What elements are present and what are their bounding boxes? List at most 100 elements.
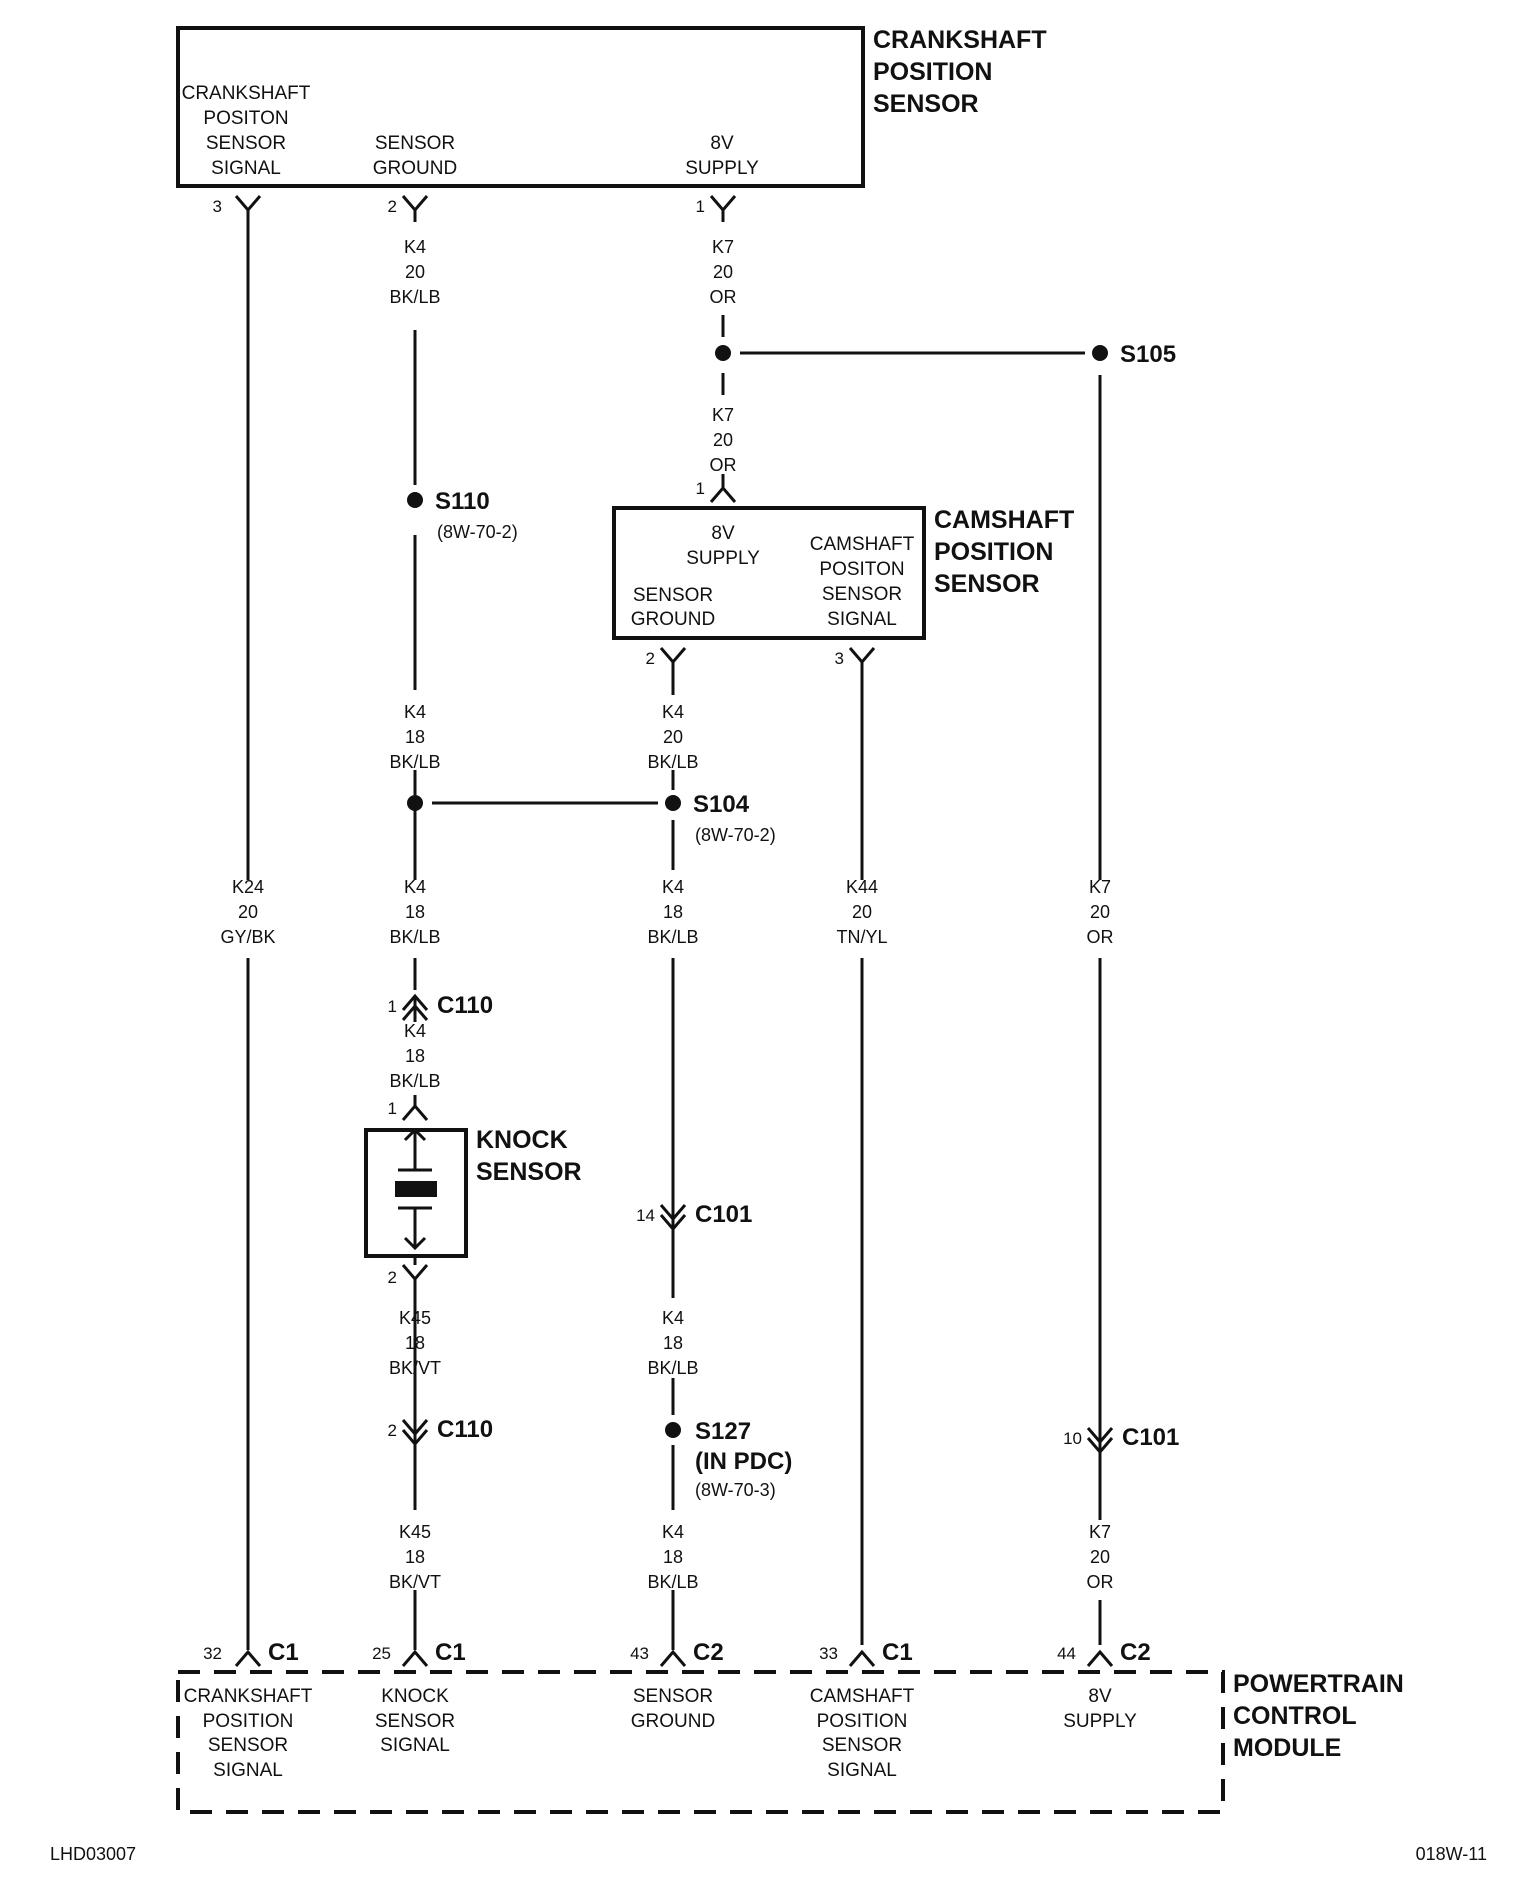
splice-dot-s104-left: [407, 795, 423, 811]
pcm-pin25-number: 25: [372, 1644, 391, 1663]
wire-label-k7-cam-3: OR: [710, 455, 737, 475]
wire-label-k7-c101-1: K7: [1089, 1522, 1111, 1542]
splice-dot-s110: [407, 492, 423, 508]
crank-pin-ground-label-2: GROUND: [373, 158, 457, 179]
c101-right-label: C101: [1122, 1424, 1179, 1451]
wire-label-k45-lower-3: BK/VT: [389, 1572, 441, 1592]
cam-pin-signal-label-2: POSITON: [819, 559, 904, 580]
wire-label-k45-upper-3: BK/VT: [389, 1358, 441, 1378]
knock-pin1-number: 1: [388, 1099, 397, 1118]
pcm-pin43-number: 43: [630, 1644, 649, 1663]
wire-label-k4-mid-left-2: 18: [405, 902, 425, 922]
powertrain-control-module: POWERTRAIN CONTROL MODULE 32 C1 25 C1 43…: [176, 1639, 1404, 1814]
wire-label-k4-mid-left-1: K4: [404, 877, 426, 897]
crank-pin1-terminal: [709, 195, 737, 222]
pcm-pin43-conn: C2: [693, 1639, 724, 1666]
wire-label-k44-2: 20: [852, 902, 872, 922]
knock-sensor-bottom-electrode: [398, 1206, 432, 1251]
crank-pin-supply-label-2: SUPPLY: [685, 158, 759, 179]
pcm-pin32-label-2: POSITION: [203, 1711, 294, 1732]
cam-pin-signal-label-4: SIGNAL: [827, 609, 897, 630]
camshaft-sensor-title-3: SENSOR: [934, 570, 1040, 598]
cam-pin-supply-label-1: 8V: [711, 523, 735, 544]
pcm-pin25-conn: C1: [435, 1639, 466, 1666]
pcm-pin32-terminal: [234, 1649, 262, 1667]
wire-label-k45-upper-1: K45: [399, 1308, 431, 1328]
wire-label-k4-s127-2: 18: [663, 1547, 683, 1567]
pcm-pin32-label-3: SENSOR: [208, 1735, 288, 1756]
pcm-title-3: MODULE: [1233, 1734, 1341, 1762]
wire-label-k4-crank-2: 20: [405, 262, 425, 282]
wire-label-k4-mid-center-3: BK/LB: [647, 927, 698, 947]
cam-pin-ground-label-1: SENSOR: [633, 585, 713, 606]
cam-pin1-terminal: [709, 476, 737, 503]
knock-sensor-element: [395, 1181, 437, 1197]
splice-s127-ref: (8W-70-3): [695, 1480, 776, 1500]
pcm-pin25-label-1: KNOCK: [381, 1686, 449, 1707]
knock-sensor-title-1: KNOCK: [476, 1126, 568, 1154]
crank-pin1-number: 1: [696, 197, 705, 216]
crank-pin-signal-label-4: SIGNAL: [211, 158, 281, 179]
pcm-pin33-label-4: SIGNAL: [827, 1760, 897, 1781]
pcm-pin43-terminal: [659, 1649, 687, 1667]
splice-s110-label: S110: [435, 488, 490, 515]
crankshaft-sensor-box: [176, 26, 865, 188]
crankshaft-sensor-title-2: POSITION: [873, 58, 992, 86]
splice-dot-s104: [665, 795, 681, 811]
pcm-pin25-label-2: SENSOR: [375, 1711, 455, 1732]
c101-center-pin: 14: [636, 1206, 655, 1225]
footer-right-code: 018W-11: [1416, 1844, 1487, 1864]
wire-label-k7-crank-2: 20: [713, 262, 733, 282]
connector-c101-center: 14 C101: [636, 1195, 752, 1240]
pcm-pin44-label-1: 8V: [1088, 1686, 1112, 1707]
cam-pin3-terminal: [848, 647, 876, 674]
crank-pin-signal-label-1: CRANKSHAFT: [182, 83, 311, 104]
wire-label-k4-s110-3: BK/LB: [389, 752, 440, 772]
c110-top-label: C110: [437, 992, 493, 1019]
splice-s104-label: S104: [693, 791, 750, 818]
wire-label-k4-c101-2: 18: [663, 1333, 683, 1353]
knock-pin2-terminal: [401, 1264, 429, 1295]
pcm-pin44-number: 44: [1057, 1644, 1076, 1663]
camshaft-position-sensor: 1 CAMSHAFT POSITION SENSOR 8V SUPPLY SEN…: [612, 474, 1074, 674]
splice-s105-label: S105: [1120, 341, 1176, 368]
footer-left-code: LHD03007: [50, 1844, 136, 1864]
knock-sensor-top-electrode: [398, 1127, 432, 1172]
c101-right-pin: 10: [1063, 1429, 1082, 1448]
wire-label-k24-1: K24: [232, 877, 264, 897]
cam-pin3-number: 3: [835, 649, 844, 668]
wire-label-k45-upper-2: 18: [405, 1333, 425, 1353]
pcm-pin44-terminal: [1086, 1649, 1114, 1667]
crank-pin2-number: 2: [388, 197, 397, 216]
wire-label-k4-c110-3: BK/LB: [389, 1071, 440, 1091]
wire-label-k4-cam-3: BK/LB: [647, 752, 698, 772]
splice-s127-label: S127: [695, 1418, 751, 1445]
wire-label-k7-c101-3: OR: [1087, 1572, 1114, 1592]
pcm-pin33-label-1: CAMSHAFT: [810, 1686, 915, 1707]
pcm-pin32-number: 32: [203, 1644, 222, 1663]
pcm-pin33-label-3: SENSOR: [822, 1735, 902, 1756]
c110-bottom-pin: 2: [388, 1421, 397, 1440]
wire-label-k45-lower-1: K45: [399, 1522, 431, 1542]
wire-label-k4-c101-1: K4: [662, 1308, 684, 1328]
knock-pin1-terminal: [401, 1095, 429, 1121]
wire-label-k4-cam-2: 20: [663, 727, 683, 747]
wire-label-k4-crank-1: K4: [404, 237, 426, 257]
camshaft-sensor-box: [612, 506, 926, 640]
wire-label-k7-right-1: K7: [1089, 877, 1111, 897]
wire-label-k44-3: TN/YL: [836, 927, 887, 947]
pcm-pin25-label-3: SIGNAL: [380, 1735, 450, 1756]
c101-center-label: C101: [695, 1201, 752, 1228]
wire-label-k7-crank-1: K7: [712, 237, 734, 257]
wire-label-k4-c101-3: BK/LB: [647, 1358, 698, 1378]
connector-c110-bottom: 2 C110: [388, 1416, 493, 1470]
pcm-pin25-terminal: [401, 1649, 429, 1667]
knock-sensor-title-2: SENSOR: [476, 1158, 582, 1186]
crank-pin2-terminal: [401, 195, 429, 222]
cam-pin-signal-label-1: CAMSHAFT: [810, 534, 915, 555]
cam-pin-supply-label-2: SUPPLY: [686, 548, 760, 569]
wire-labels: K4 20 BK/LB K7 20 OR K7 20 OR K4 18 BK/L…: [220, 237, 1113, 1592]
knock-sensor: 1 KNOCK SENSOR 2: [364, 1095, 582, 1295]
crank-pin3-number: 3: [213, 197, 222, 216]
